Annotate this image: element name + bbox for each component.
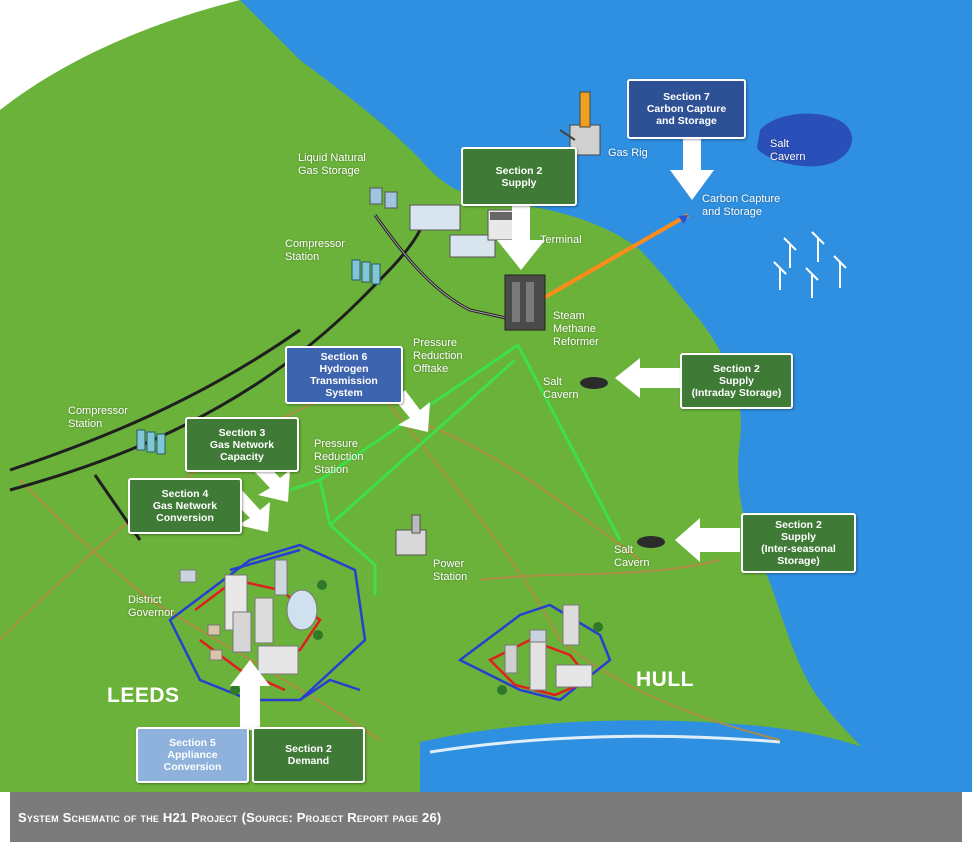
carbon-pipe xyxy=(539,213,689,302)
salt-cavern-label-1: Salt Cavern xyxy=(543,376,579,401)
section6-box: Section 6 Hydrogen Transmission System xyxy=(285,346,403,404)
leeds-district-network xyxy=(168,543,367,702)
gas-pipe-highlight xyxy=(374,214,516,321)
section2-interseasonal-box: Section 2 Supply (Inter-seasonal Storage… xyxy=(741,513,856,573)
section2-demand-box: Section 2 Demand xyxy=(252,727,365,783)
salt-cavern-sea-shape xyxy=(757,113,853,167)
hull-label: HULL xyxy=(636,668,694,691)
top-left-corner xyxy=(0,0,240,110)
estuary-shore xyxy=(429,734,781,754)
terminal-label: Terminal xyxy=(540,234,582,246)
gas-rig-label: Gas Rig xyxy=(608,147,648,159)
compressor-station-label-1: Compressor Station xyxy=(285,238,345,263)
compressor-station-icon xyxy=(136,259,381,455)
steam-methane-reformer-icon xyxy=(504,274,546,331)
section-arrows xyxy=(230,138,740,730)
wind-turbines-icon xyxy=(773,231,847,298)
carbon-capture-label: Carbon Capture and Storage xyxy=(702,193,781,218)
district-governor-label: District Governor xyxy=(128,594,174,619)
hull-buildings xyxy=(497,604,603,695)
section5-box: Section 5 Appliance Conversion xyxy=(136,727,249,783)
leeds-label: LEEDS xyxy=(107,684,180,707)
leeds-buildings xyxy=(179,559,327,695)
hydrogen-pipes xyxy=(289,343,622,595)
sea-area xyxy=(240,0,972,792)
schematic-map xyxy=(0,0,972,792)
lng-storage-label: Liquid Natural Gas Storage xyxy=(298,152,366,177)
section2-intraday-box: Section 2 Supply (Intraday Storage) xyxy=(680,353,793,409)
hull-district-network xyxy=(457,603,612,702)
steam-methane-reformer-label: Steam Methane Reformer xyxy=(553,310,599,348)
caption-bar: System Schematic of the H21 Project (Sou… xyxy=(10,792,962,842)
salt-cavern-icon xyxy=(580,377,665,548)
section4-box: Section 4 Gas Network Conversion xyxy=(128,478,242,534)
section3-box: Section 3 Gas Network Capacity xyxy=(185,417,299,472)
pressure-reduction-station-label: Pressure Reduction Station xyxy=(314,438,364,476)
lng-storage-icon xyxy=(369,187,496,258)
power-station-label: Power Station xyxy=(433,558,468,583)
section2-supply-box: Section 2 Supply xyxy=(461,147,577,206)
compressor-station-label-2: Compressor Station xyxy=(68,405,128,430)
power-station-icon xyxy=(395,514,427,556)
section7-box: Section 7 Carbon Capture and Storage xyxy=(627,79,746,139)
pressure-reduction-offtake-label: Pressure Reduction Offtake xyxy=(413,337,463,375)
salt-cavern-label-2: Salt Cavern xyxy=(614,544,650,569)
carbon-pipe-arrow xyxy=(678,215,688,224)
figure-caption: System Schematic of the H21 Project (Sou… xyxy=(18,810,442,825)
salt-cavern-sea-label: Salt Cavern xyxy=(770,138,806,163)
